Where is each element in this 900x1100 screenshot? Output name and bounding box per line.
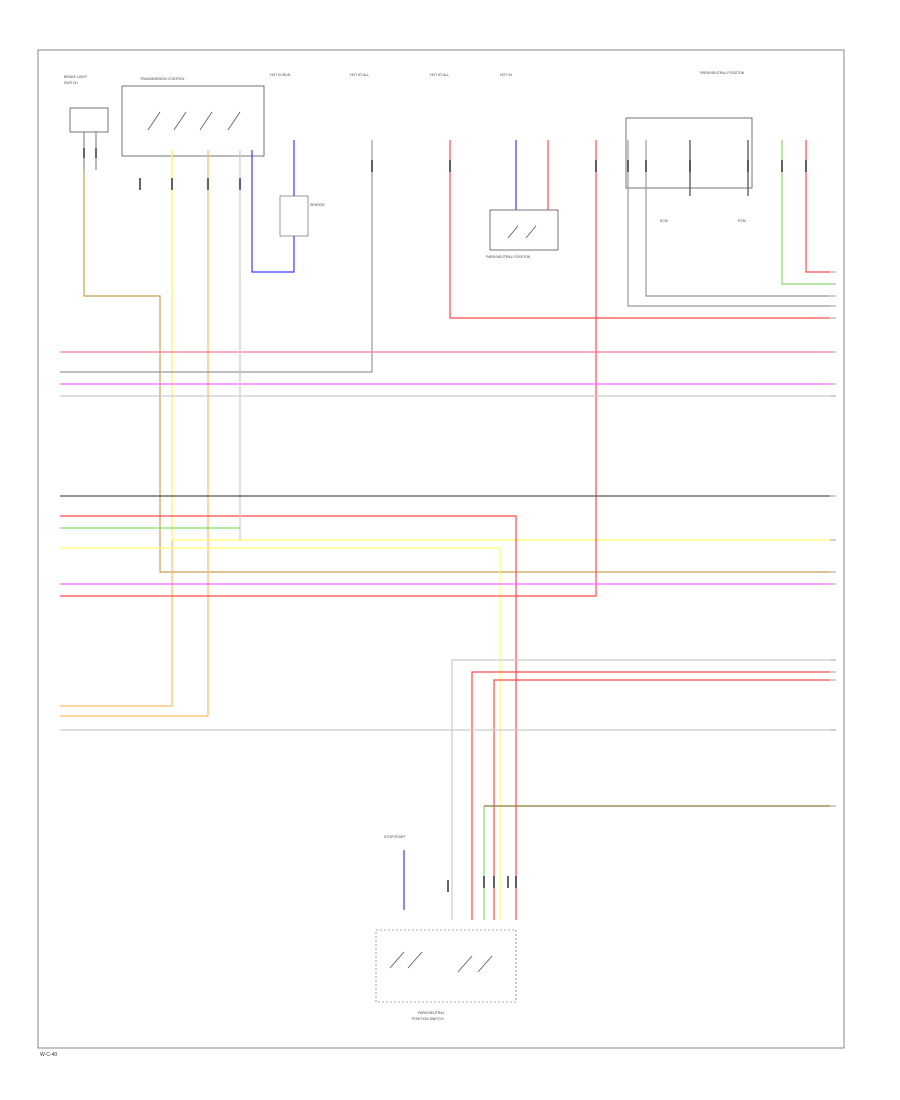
wire-red-7 <box>805 140 830 273</box>
svg-text:STOP/START: STOP/START <box>384 835 406 839</box>
diagram-code: W-C-40 <box>40 1052 57 1058</box>
wire-tan-1 <box>83 170 830 573</box>
svg-text:ECM: ECM <box>660 219 668 223</box>
wire-red-1 <box>449 140 830 319</box>
right-edge-ticks <box>830 271 836 807</box>
svg-text:PARK/NEUTRAL: PARK/NEUTRAL <box>418 1011 445 1015</box>
svg-text:POSITION SWITCH: POSITION SWITCH <box>412 1017 444 1021</box>
wire-orange-2 <box>60 150 209 717</box>
wire-green-2 <box>781 140 830 285</box>
connector-pins <box>83 148 807 892</box>
right-module: PARK/NEUTRAL POSITION ECM PCM <box>625 71 753 223</box>
wire-gray-4 <box>627 140 830 307</box>
wire-blue-1 <box>251 150 295 273</box>
wire-red-3 <box>60 140 597 597</box>
svg-text:HOT AT ALL: HOT AT ALL <box>350 73 369 77</box>
tcm-switch-block: TRANSMISSION CONTROL <box>121 77 265 157</box>
svg-text:PARK/NEUTRAL POSITION: PARK/NEUTRAL POSITION <box>486 255 531 259</box>
wire-yellow-1 <box>171 150 830 541</box>
svg-text:SENSOR: SENSOR <box>310 203 325 207</box>
svg-text:HOT IN RUN: HOT IN RUN <box>270 73 291 77</box>
sensor-component-left: SENSOR <box>279 195 325 237</box>
wire-layer <box>60 140 830 920</box>
wire-red-6 <box>493 679 830 920</box>
wire-yellow-2 <box>60 547 501 920</box>
wire-gray-5 <box>645 140 830 297</box>
svg-text:PARK/NEUTRAL POSITION: PARK/NEUTRAL POSITION <box>700 71 745 75</box>
svg-text:BRAKE LIGHT: BRAKE LIGHT <box>64 75 88 79</box>
wire-gray-7 <box>451 659 830 920</box>
wire-red-5 <box>471 671 830 920</box>
svg-text:HOT AT ALL: HOT AT ALL <box>430 73 449 77</box>
svg-text:TRANSMISSION CONTROL: TRANSMISSION CONTROL <box>140 77 185 81</box>
wire-gray-1 <box>60 140 373 373</box>
diagram-frame <box>37 49 845 1049</box>
top-left-switch: BRAKE LIGHT SWITCH <box>64 75 109 170</box>
svg-text:PCM: PCM <box>738 219 746 223</box>
top-connector-labels: HOT IN RUN HOT AT ALL HOT AT ALL HOT IN <box>270 73 512 77</box>
svg-text:SWITCH: SWITCH <box>64 81 78 85</box>
bottom-switch-assembly: PARK/NEUTRAL POSITION SWITCH STOP/START <box>375 835 517 1021</box>
relay-block: PARK/NEUTRAL POSITION <box>486 209 559 259</box>
svg-text:HOT IN: HOT IN <box>500 73 512 77</box>
wire-orange-1 <box>60 150 173 707</box>
wire-red-4 <box>60 515 517 920</box>
